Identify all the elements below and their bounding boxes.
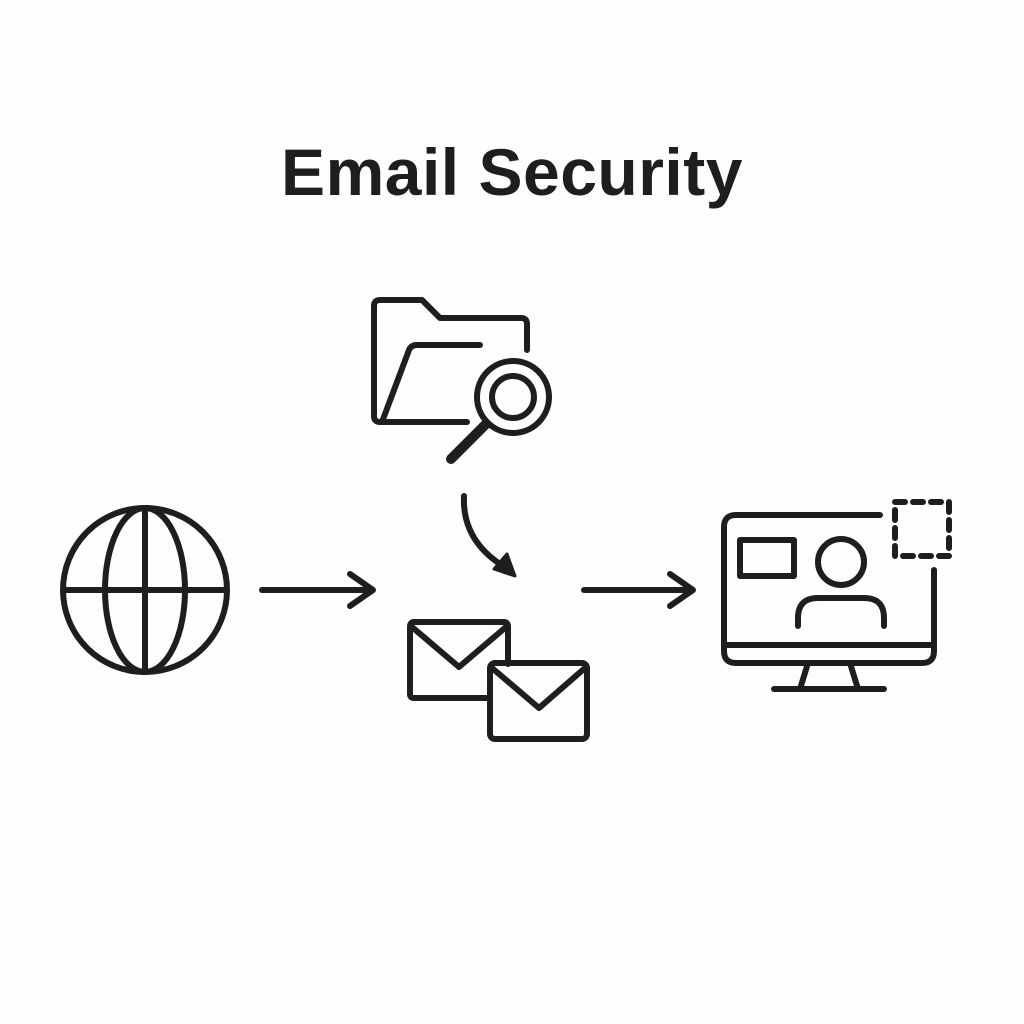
page-title: Email Security <box>281 135 743 209</box>
monitor-user-icon <box>721 499 952 692</box>
arrow-emails-to-user <box>581 571 696 609</box>
arrow-internet-to-emails <box>259 571 376 609</box>
folder-search-icon <box>371 297 552 464</box>
arrow-scan-to-emails <box>460 493 517 578</box>
envelopes-icon <box>407 619 590 742</box>
globe-icon <box>60 505 230 675</box>
